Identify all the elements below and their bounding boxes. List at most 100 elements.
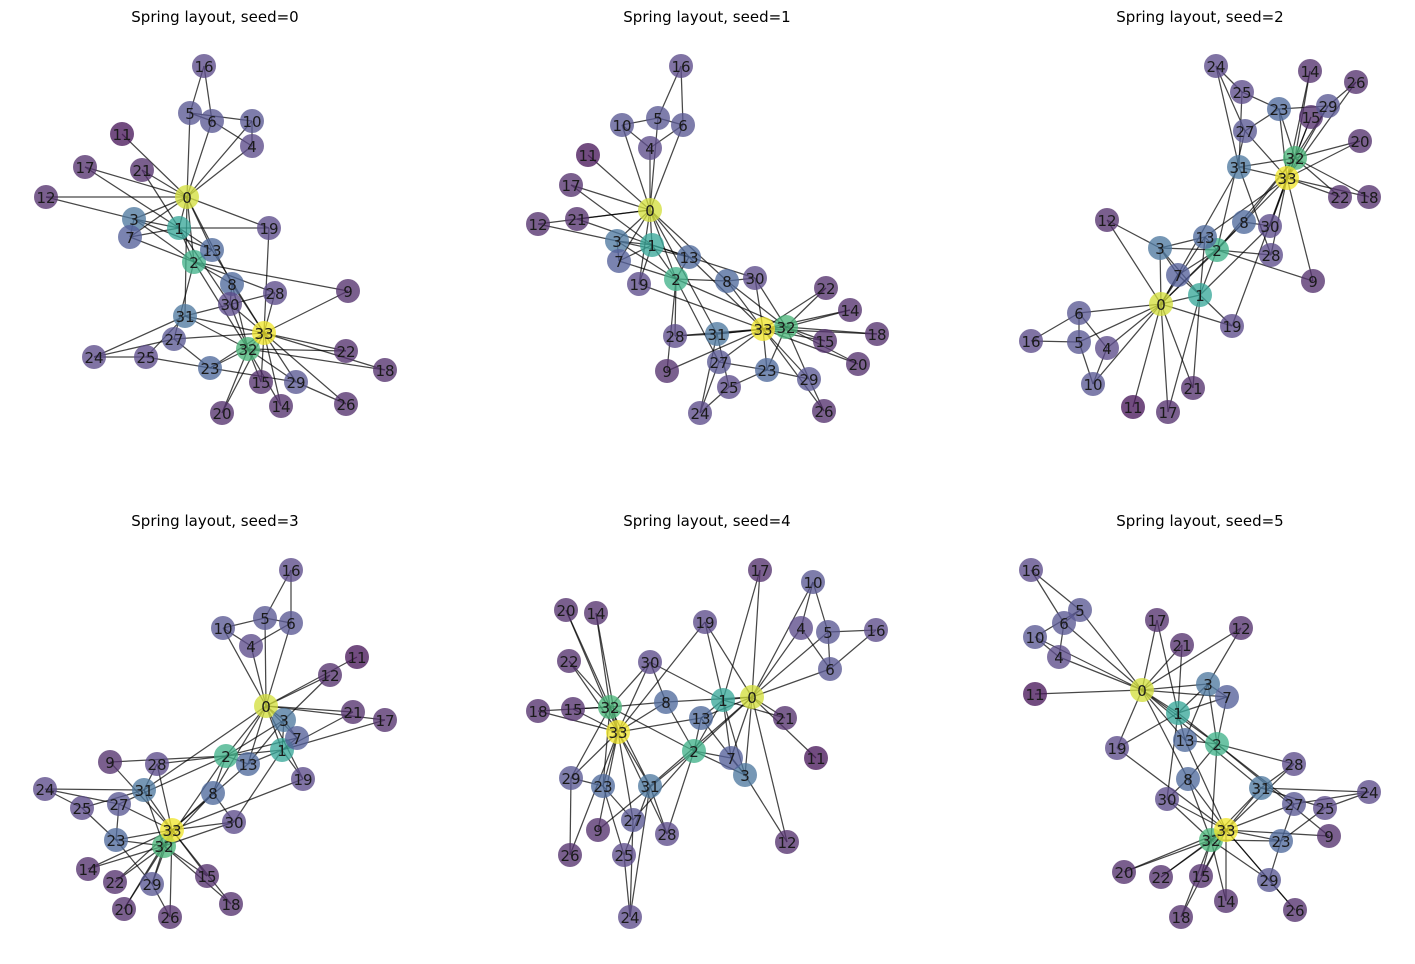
node-14 [269,394,293,418]
node-25 [70,796,94,820]
node-label-31: 31 [1229,159,1248,177]
edge-13-33 [1184,739,1227,831]
node-5 [1068,598,1092,622]
node-10 [240,109,264,133]
edge-0-8 [1141,689,1189,780]
edge-0-6 [186,120,213,198]
node-label-29: 29 [561,770,580,788]
edge-0-17 [84,166,188,198]
node-27 [1282,792,1306,816]
node-label-9: 9 [662,363,672,381]
node-25 [1313,796,1337,820]
node-17 [373,708,397,732]
node-24 [618,905,642,929]
edge-2-9 [1216,249,1314,282]
node-label-21: 21 [343,704,362,722]
node-label-4: 4 [247,138,257,156]
node-label-2: 2 [689,743,699,761]
node-label-25: 25 [72,800,91,818]
node-label-10: 10 [242,113,261,131]
node-18 [865,322,889,346]
edge-0-10 [186,120,253,198]
node-29 [797,367,821,391]
node-label-3: 3 [740,767,750,785]
node-4 [1047,645,1071,669]
node-label-32: 32 [776,319,795,337]
node-26 [1344,70,1368,94]
node-4 [240,134,264,158]
node-20 [846,352,870,376]
node-label-19: 19 [293,771,312,789]
node-31 [173,304,197,328]
node-label-12: 12 [320,667,339,685]
node-label-15: 15 [563,701,582,719]
edge-1-17 [1167,294,1201,413]
node-17 [559,173,583,197]
edge-0-17 [1160,303,1169,413]
edge-2-9 [193,261,349,292]
node-label-29: 29 [142,876,161,894]
edge-1-17 [1156,619,1179,714]
node-9 [586,818,610,842]
node-label-17: 17 [750,562,769,580]
node-3 [733,763,757,787]
panel-title-seed-3: Spring layout, seed=3 [131,512,298,530]
node-15 [249,370,273,394]
edge-22-33 [263,332,347,352]
node-label-18: 18 [867,326,886,344]
node-label-2: 2 [1212,242,1222,260]
node-17 [748,558,772,582]
node-23 [591,774,615,798]
node-22 [814,276,838,300]
node-label-8: 8 [208,785,218,803]
node-0 [1149,292,1173,316]
node-label-25: 25 [719,379,738,397]
node-20 [1112,860,1136,884]
node-19 [1105,736,1129,760]
node-label-14: 14 [1216,893,1235,911]
node-12 [318,663,342,687]
node-17 [73,155,97,179]
node-0 [175,185,199,209]
node-28 [1282,752,1306,776]
node-label-15: 15 [1191,868,1210,886]
node-26 [158,905,182,929]
node-label-18: 18 [375,362,394,380]
edge-0-8 [212,705,267,794]
node-22 [557,649,581,673]
node-27 [1233,119,1257,143]
node-31 [1249,776,1273,800]
node-label-22: 22 [816,280,835,298]
node-label-4: 4 [645,140,655,158]
node-label-31: 31 [134,782,153,800]
node-8 [715,269,739,293]
edge-24-27 [629,819,634,918]
node-label-11: 11 [806,750,825,768]
node-label-23: 23 [200,360,219,378]
node-label-30: 30 [640,654,659,672]
node-label-28: 28 [1261,247,1280,265]
edge-30-32 [163,821,235,847]
node-label-7: 7 [614,253,624,271]
node-11 [1023,682,1047,706]
edge-2-9 [109,755,227,763]
node-label-12: 12 [777,834,796,852]
edge-0-5 [186,112,191,198]
node-label-1: 1 [647,237,657,255]
node-label-0: 0 [261,698,271,716]
node-label-27: 27 [623,812,642,830]
node-6 [1052,611,1076,635]
node-24 [688,401,712,425]
node-9 [98,750,122,774]
node-15 [195,864,219,888]
panel-title-seed-2: Spring layout, seed=2 [1116,8,1283,26]
node-label-18: 18 [528,703,547,721]
edge-0-6 [649,124,684,211]
node-10 [610,113,634,137]
node-8 [201,781,225,805]
node-13 [677,245,701,269]
node-3 [122,207,146,231]
